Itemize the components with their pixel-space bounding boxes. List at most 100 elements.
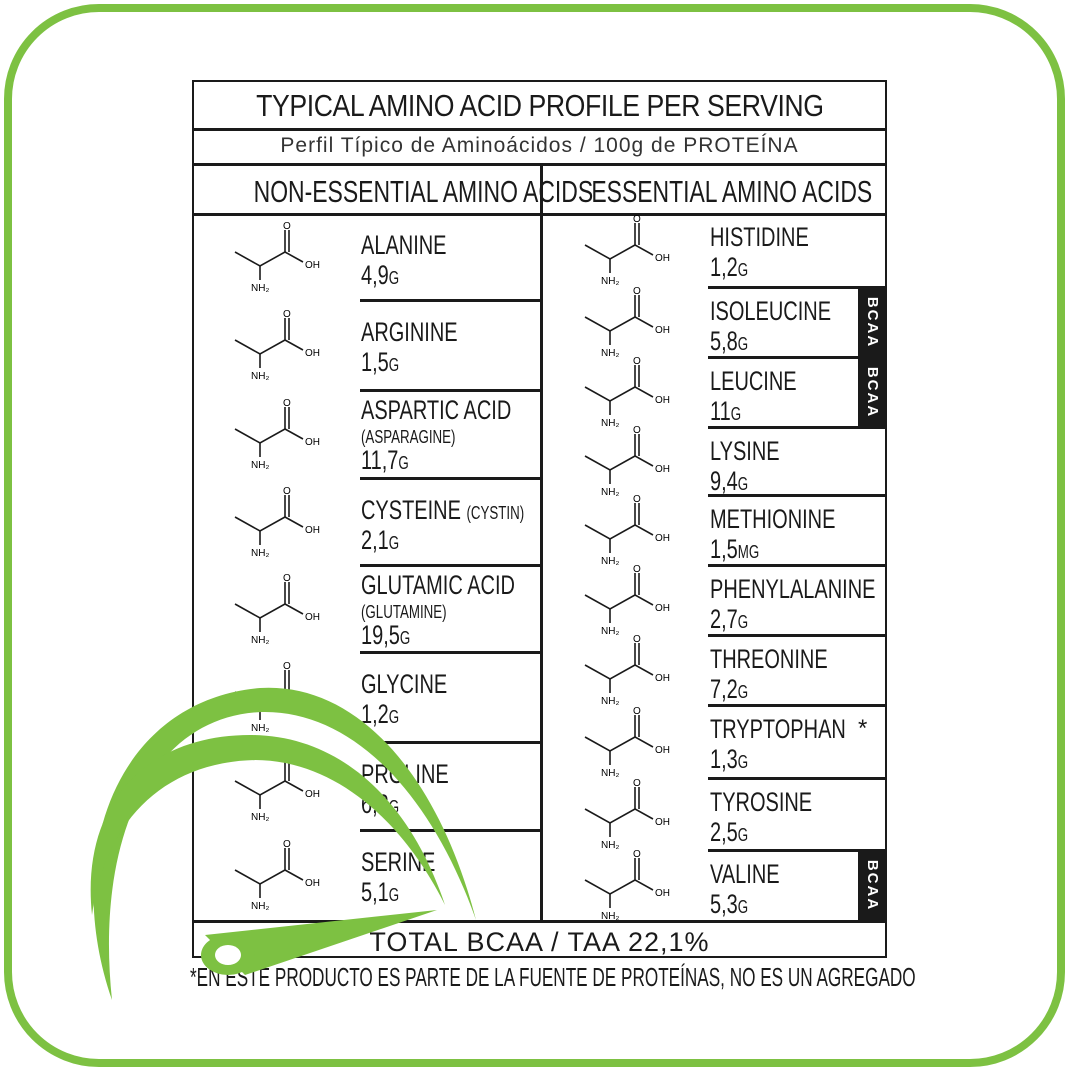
amino-name: CYSTEINE (CYSTIN) (361, 495, 525, 525)
svg-text:O: O (633, 426, 641, 436)
svg-text:OH: OH (655, 464, 670, 475)
svg-text:O: O (633, 357, 641, 367)
amino-value: 2,1G (361, 525, 400, 555)
svg-text:NH₂: NH₂ (251, 283, 269, 292)
svg-text:O: O (633, 215, 641, 225)
amino-name: GLUTAMIC ACID (361, 570, 515, 600)
non-essential-header: NON-ESSENTIAL AMINO ACIDS (253, 174, 594, 209)
amino-name: PHENYLALANINE (710, 574, 876, 604)
amino-value: 9,4G (710, 466, 749, 496)
svg-text:OH: OH (655, 673, 670, 684)
svg-text:O: O (633, 635, 641, 645)
svg-text:NH₂: NH₂ (601, 626, 619, 635)
amino-value: 4,9G (361, 260, 400, 290)
amino-subname: (ASPARAGINE) (361, 427, 456, 447)
svg-text:O: O (283, 487, 291, 497)
molecule-structure-icon: O OH NH₂ (234, 574, 320, 644)
amino-value: 5,1G (361, 877, 400, 907)
svg-text:NH₂: NH₂ (601, 418, 619, 427)
svg-text:NH₂: NH₂ (251, 723, 269, 732)
amino-subname: (GLUTAMINE) (361, 602, 447, 622)
molecule-structure-icon: O OH NH₂ (234, 310, 320, 380)
amino-name: TYROSINE (710, 787, 813, 817)
svg-text:NH₂: NH₂ (251, 635, 269, 644)
bcaa-badge: BCAA (858, 850, 887, 920)
svg-text:OH: OH (655, 603, 670, 614)
svg-text:OH: OH (655, 745, 670, 756)
svg-text:O: O (633, 495, 641, 505)
molecule-structure-icon: O OH NH₂ (584, 850, 670, 920)
amino-name: ALANINE (361, 230, 447, 260)
amino-value: 6,2G (361, 789, 400, 819)
svg-text:NH₂: NH₂ (251, 901, 269, 910)
svg-text:O: O (633, 287, 641, 297)
molecule-structure-icon: O OH NH₂ (584, 635, 670, 705)
svg-text:O: O (633, 779, 641, 789)
molecule-structure-icon: O OH NH₂ (584, 565, 670, 635)
amino-name: THREONINE (710, 644, 828, 674)
svg-text:O: O (283, 222, 291, 232)
svg-text:OH: OH (305, 348, 320, 359)
amino-name: GLYCINE (361, 669, 448, 699)
svg-text:OH: OH (655, 533, 670, 544)
amino-value: 1,3G (710, 744, 749, 774)
svg-text:NH₂: NH₂ (601, 840, 619, 849)
amino-value: 1,2G (361, 699, 400, 729)
svg-text:OH: OH (305, 612, 320, 623)
molecule-structure-icon: O OH NH₂ (584, 357, 670, 427)
bcaa-badge: BCAA (858, 287, 887, 357)
svg-text:OH: OH (305, 260, 320, 271)
amino-value: 2,7G (710, 604, 749, 634)
svg-text:NH₂: NH₂ (251, 548, 269, 557)
svg-text:O: O (283, 840, 291, 850)
svg-text:OH: OH (305, 437, 320, 448)
amino-value: 1,5G (361, 347, 400, 377)
svg-text:OH: OH (655, 888, 670, 899)
svg-text:O: O (283, 662, 291, 672)
amino-value: 5,8G (710, 326, 749, 356)
amino-value: 1,2G (710, 252, 749, 282)
molecule-structure-icon: O OH NH₂ (584, 779, 670, 849)
amino-name: PROLINE (361, 759, 449, 789)
molecule-structure-icon: O OH NH₂ (584, 215, 670, 285)
amino-acid-table: TYPICAL AMINO ACID PROFILE PER SERVING P… (192, 80, 887, 958)
svg-text:O: O (283, 310, 291, 320)
svg-text:O: O (283, 751, 291, 761)
amino-name: ISOLEUCINE (710, 296, 832, 326)
amino-name: LEUCINE (710, 366, 797, 396)
amino-name: HISTIDINE (710, 222, 809, 252)
svg-text:O: O (633, 850, 641, 860)
svg-text:NH₂: NH₂ (601, 276, 619, 285)
svg-text:OH: OH (655, 253, 670, 264)
svg-text:O: O (633, 707, 641, 717)
footnote: *EN ESTE PRODUCTO ES PARTE DE LA FUENTE … (190, 962, 916, 992)
svg-text:OH: OH (655, 325, 670, 336)
amino-value: 2,5G (710, 817, 749, 847)
svg-text:NH₂: NH₂ (251, 460, 269, 469)
amino-name: SERINE (361, 847, 436, 877)
svg-text:O: O (283, 574, 291, 584)
molecule-structure-icon: O OH NH₂ (584, 287, 670, 357)
svg-text:NH₂: NH₂ (601, 911, 619, 920)
svg-text:NH₂: NH₂ (601, 696, 619, 705)
bcaa-badge: BCAA (858, 357, 887, 427)
amino-value: 11G (710, 396, 742, 426)
amino-name: ASPARTIC ACID (361, 395, 512, 425)
amino-name: VALINE (710, 859, 780, 889)
svg-text:NH₂: NH₂ (251, 371, 269, 380)
molecule-structure-icon: O OH NH₂ (234, 751, 320, 821)
amino-name: TRYPTOPHAN (710, 714, 846, 744)
molecule-structure-icon: O OH NH₂ (234, 399, 320, 469)
svg-text:OH: OH (305, 789, 320, 800)
molecule-structure-icon: O OH NH₂ (584, 707, 670, 777)
svg-text:NH₂: NH₂ (601, 768, 619, 777)
svg-text:OH: OH (305, 525, 320, 536)
green-rounded-frame (4, 4, 1065, 1067)
amino-value: 1,5MG (710, 534, 760, 564)
total-bcaa: TOTAL BCAA / TAA 22,1% (369, 927, 710, 957)
molecule-structure-icon: O OH NH₂ (234, 487, 320, 557)
svg-text:OH: OH (655, 817, 670, 828)
svg-text:OH: OH (305, 878, 320, 889)
amino-name: LYSINE (710, 436, 780, 466)
svg-text:NH₂: NH₂ (601, 487, 619, 496)
